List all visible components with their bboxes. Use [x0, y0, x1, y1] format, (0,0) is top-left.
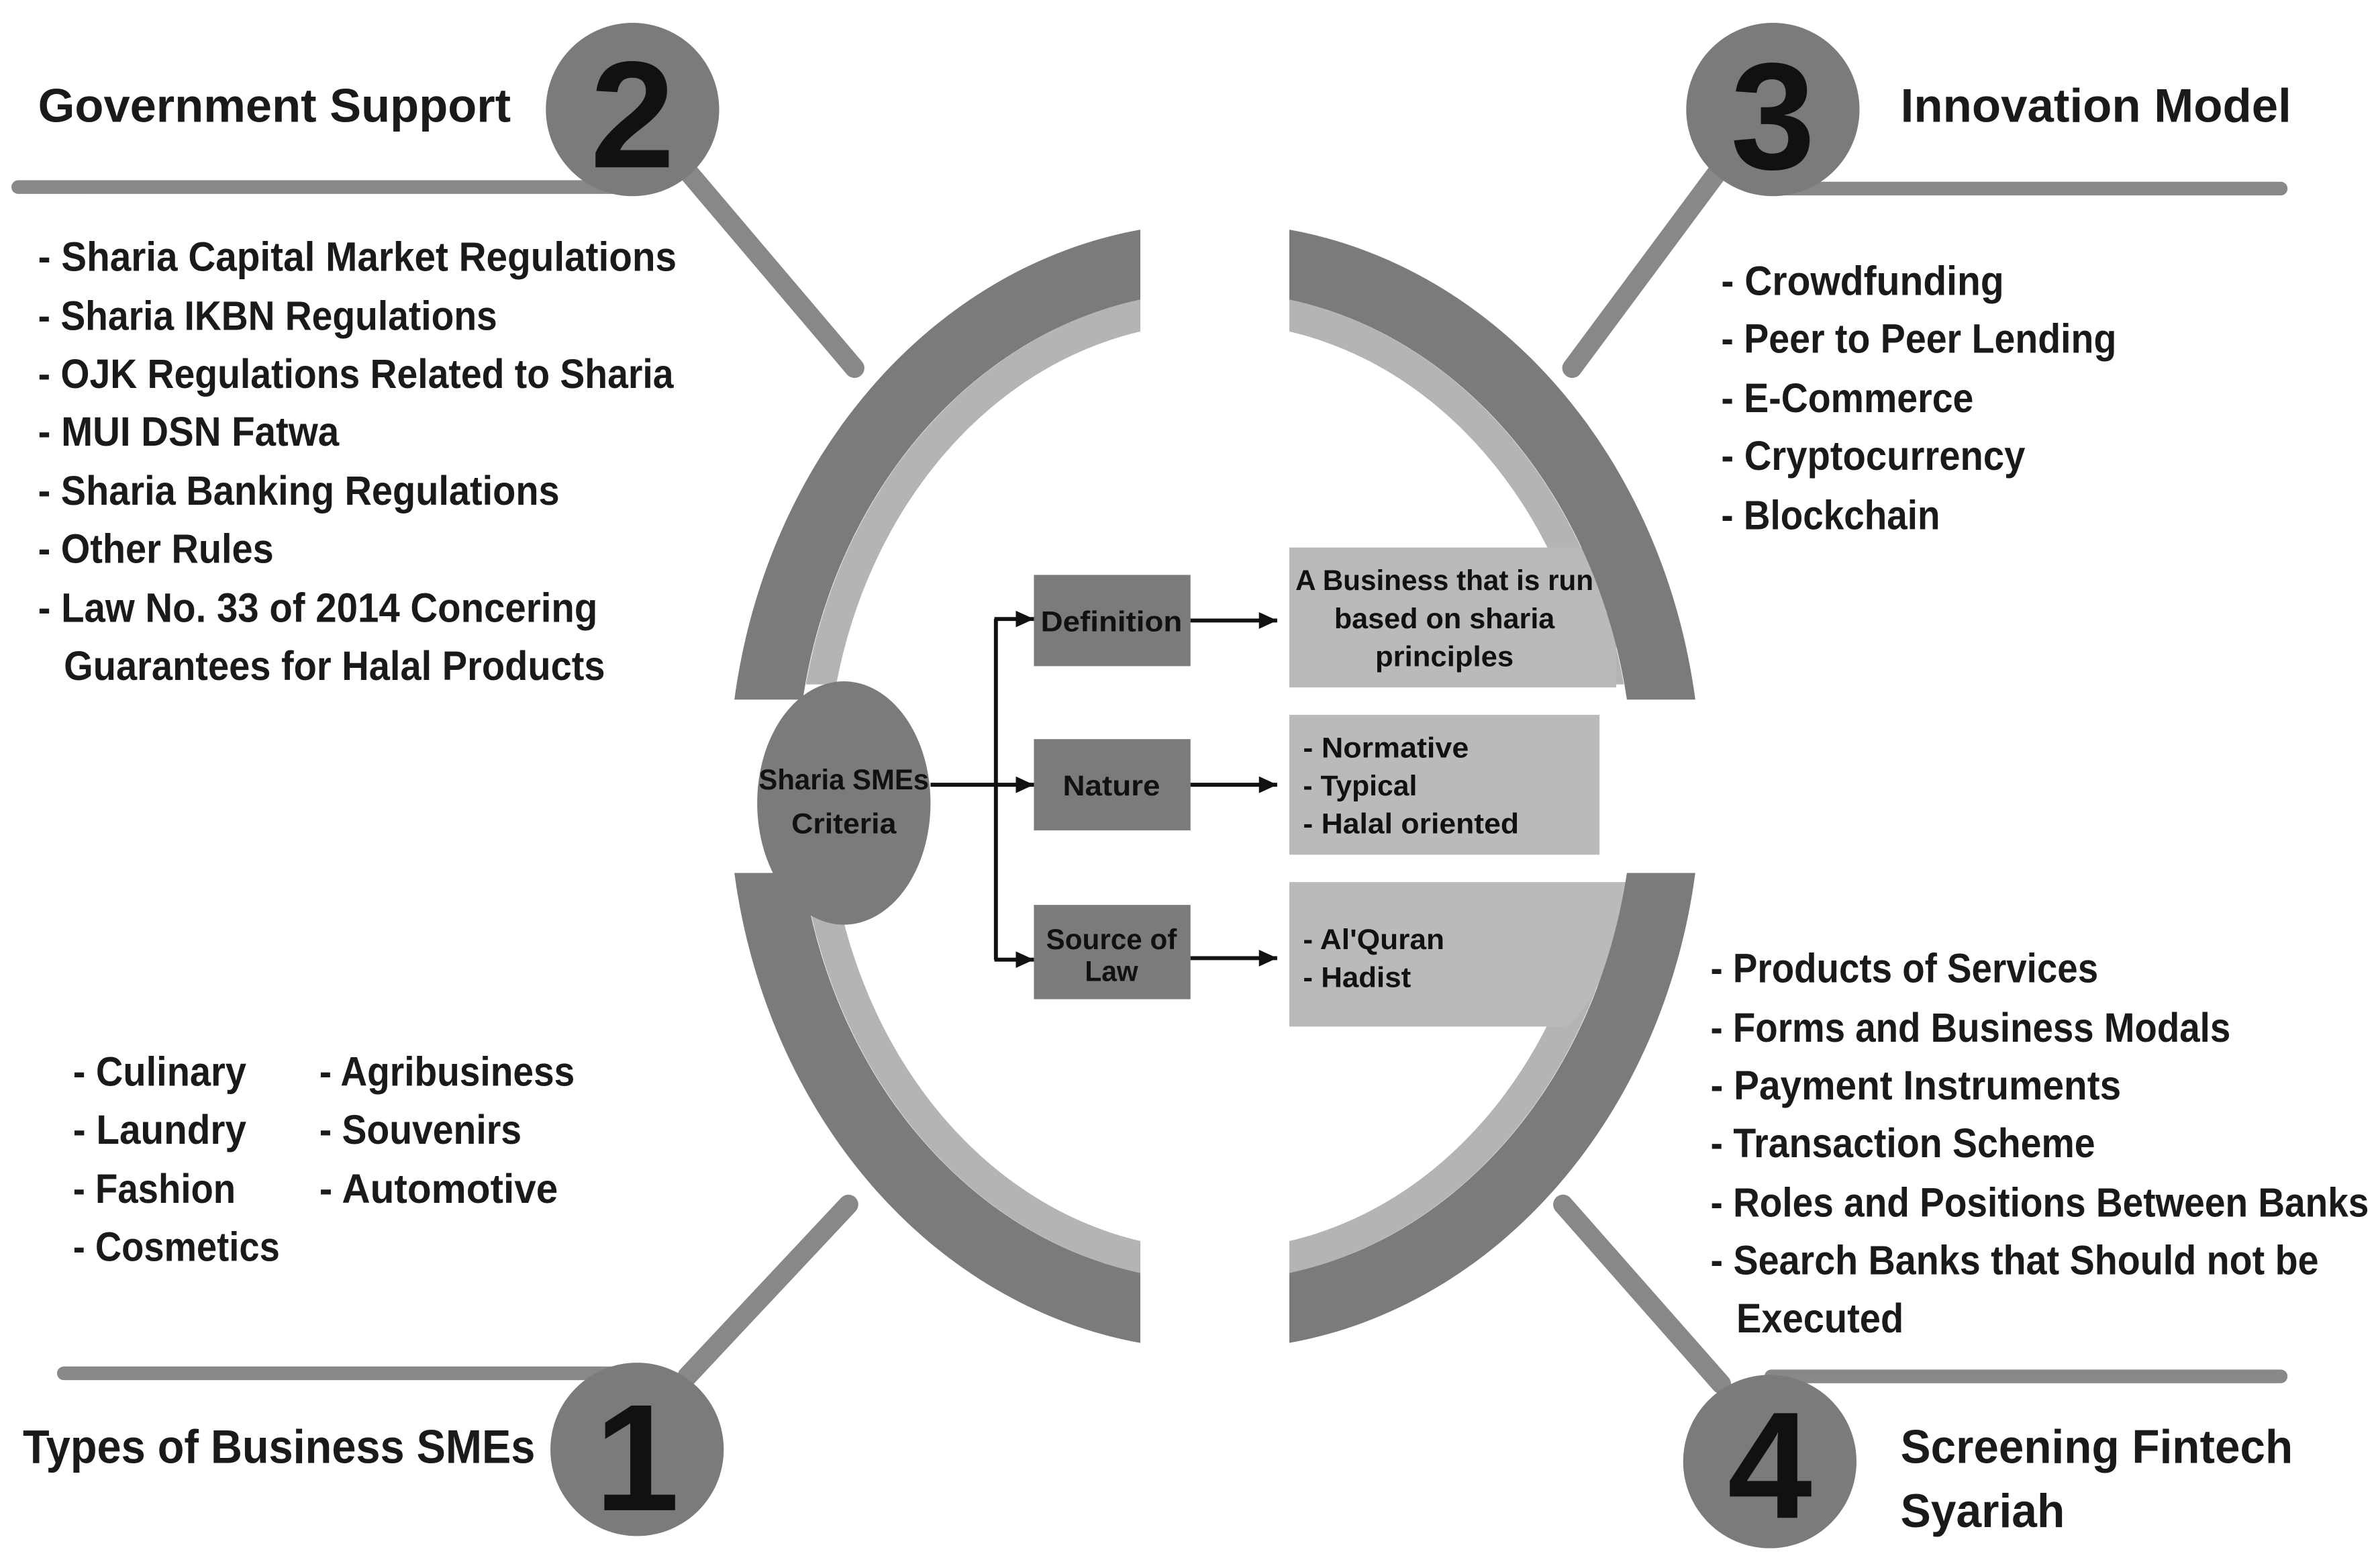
screening-fintech-item: - Forms and Business Modals: [1711, 1005, 2231, 1050]
connector-2: [674, 157, 864, 379]
screening-fintech-item: - Search Banks that Should not be: [1711, 1238, 2319, 1283]
number-badge-2: [546, 22, 720, 197]
arc-dark-bottom-right: [1289, 873, 1695, 1343]
government-support-item: Guarantees for Halal Products: [64, 643, 605, 689]
badge-number: 4: [1728, 1381, 1812, 1551]
badge-number: 1: [595, 1373, 679, 1543]
business-type-item: - Automotive: [319, 1166, 558, 1212]
criterion-detail: - Al'Quran: [1303, 924, 1444, 956]
criterion-detail: - Halal oriented: [1303, 808, 1519, 840]
number-badge-4: [1683, 1375, 1856, 1549]
criteria-hub: [757, 681, 931, 925]
number-badge-1: [550, 1363, 724, 1536]
government-support-item: - Sharia IKBN Regulations: [38, 293, 497, 339]
criterion-detail: - Typical: [1303, 770, 1417, 802]
innovation-model-item: - Blockchain: [1721, 492, 1940, 538]
criterion-detail: based on sharia: [1334, 603, 1556, 635]
criterion-detail: A Business that is run: [1295, 565, 1593, 597]
screening-fintech-item: - Roles and Positions Between Banks: [1711, 1180, 2369, 1226]
business-type-item: - Agribusiness: [319, 1049, 575, 1095]
criterion-detail: - Hadist: [1303, 961, 1411, 993]
business-type-item: - Fashion: [73, 1166, 236, 1212]
arc-dark-bottom-left: [734, 873, 1141, 1343]
government-support-item: - Sharia Banking Regulations: [38, 468, 560, 513]
innovation-model-item: - Crowdfunding: [1721, 258, 2003, 304]
section-title-types-of-business: Types of Business SMEs: [23, 1420, 535, 1473]
label-box-definition: [1034, 575, 1191, 667]
arc-dark-top-right: [1289, 230, 1695, 700]
section-title-screening-fintech: Screening Fintech: [1901, 1420, 2293, 1473]
arc-light-bottom-left: [805, 888, 1141, 1273]
section-title-government-support: Government Support: [38, 79, 511, 132]
business-type-item: - Cosmetics: [73, 1224, 280, 1269]
screening-fintech-item: - Transaction Scheme: [1711, 1120, 2095, 1166]
government-support-item: - Law No. 33 of 2014 Concering: [38, 585, 598, 631]
government-support-item: - Other Rules: [38, 526, 274, 571]
detail-box-source-of-law: [1289, 882, 1627, 1027]
detail-box-definition: [1289, 547, 1617, 688]
hub-label: Sharia SMEs: [758, 764, 929, 796]
business-type-item: - Laundry: [73, 1107, 246, 1153]
hub-label: Criteria: [791, 808, 897, 840]
section-title-screening-fintech: Syariah: [1901, 1484, 2065, 1537]
government-support-item: - OJK Regulations Related to Sharia: [38, 351, 675, 397]
screening-fintech-item: - Products of Services: [1711, 946, 2099, 991]
number-badge-3: [1686, 22, 1860, 197]
criterion-label: Nature: [1062, 770, 1160, 802]
section-title-innovation-model: Innovation Model: [1901, 79, 2291, 132]
government-support-item: - Sharia Capital Market Regulations: [38, 234, 677, 279]
badge-number: 3: [1730, 32, 1815, 201]
connector-1: [677, 1194, 858, 1387]
screening-fintech-item: Executed: [1736, 1295, 1903, 1341]
government-support-item: - MUI DSN Fatwa: [38, 409, 340, 454]
criterion-label: Source of: [1046, 924, 1177, 956]
criterion-label: Law: [1085, 955, 1138, 987]
criterion-detail: principles: [1375, 640, 1514, 673]
criterion-label: Definition: [1041, 605, 1183, 638]
innovation-model-item: - Cryptocurrency: [1721, 433, 2025, 479]
arc-dark-top-left: [734, 230, 1141, 700]
connector-3: [1562, 157, 1732, 379]
screening-fintech-item: - Payment Instruments: [1711, 1063, 2122, 1108]
criterion-detail: - Normative: [1303, 732, 1469, 764]
connector-4: [1553, 1194, 1732, 1394]
business-type-item: - Souvenirs: [319, 1107, 522, 1153]
business-type-item: - Culinary: [73, 1049, 246, 1095]
label-box-source-of-law: [1034, 905, 1191, 999]
innovation-model-item: - E-Commerce: [1721, 375, 1973, 421]
innovation-model-item: - Peer to Peer Lending: [1721, 316, 2116, 362]
detail-box-nature: [1289, 714, 1600, 855]
badge-number: 2: [590, 30, 675, 200]
arc-light-top-left: [805, 299, 1141, 685]
label-box-nature: [1034, 739, 1191, 831]
